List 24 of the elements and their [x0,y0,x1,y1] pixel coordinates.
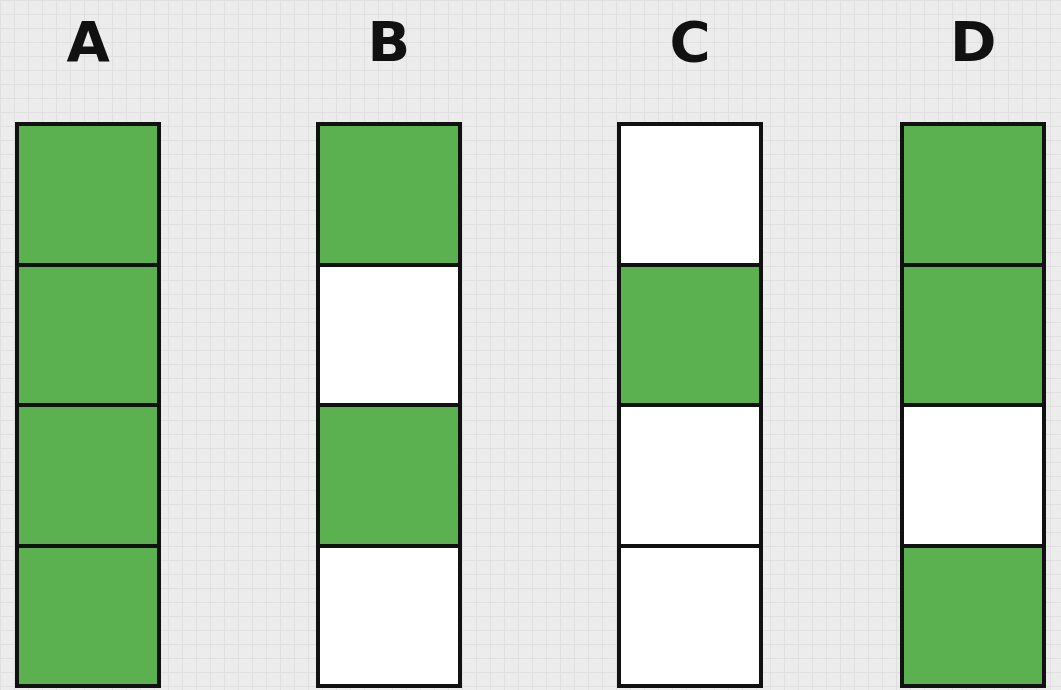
grid-cell [19,543,157,684]
column-letter: A [66,12,110,72]
grid-cell [19,262,157,403]
grid-cell [320,403,458,544]
cell-column [15,122,161,688]
grid-cell [320,126,458,263]
grid-cell [621,126,759,263]
cell-column [617,122,763,688]
grid-cell [320,543,458,684]
grid-cell [19,403,157,544]
grid-cell [904,126,1042,263]
column-letter: D [950,12,997,72]
column-letter: B [367,12,411,72]
cell-column [316,122,462,688]
grid-cell [904,262,1042,403]
grid-cell [621,543,759,684]
grid-cell [904,543,1042,684]
grid-cell [320,262,458,403]
column-letter: C [669,12,711,72]
grid-cell [621,403,759,544]
grid-cell [19,126,157,263]
grid-cell [621,262,759,403]
cell-column [900,122,1046,688]
grid-cell [904,403,1042,544]
